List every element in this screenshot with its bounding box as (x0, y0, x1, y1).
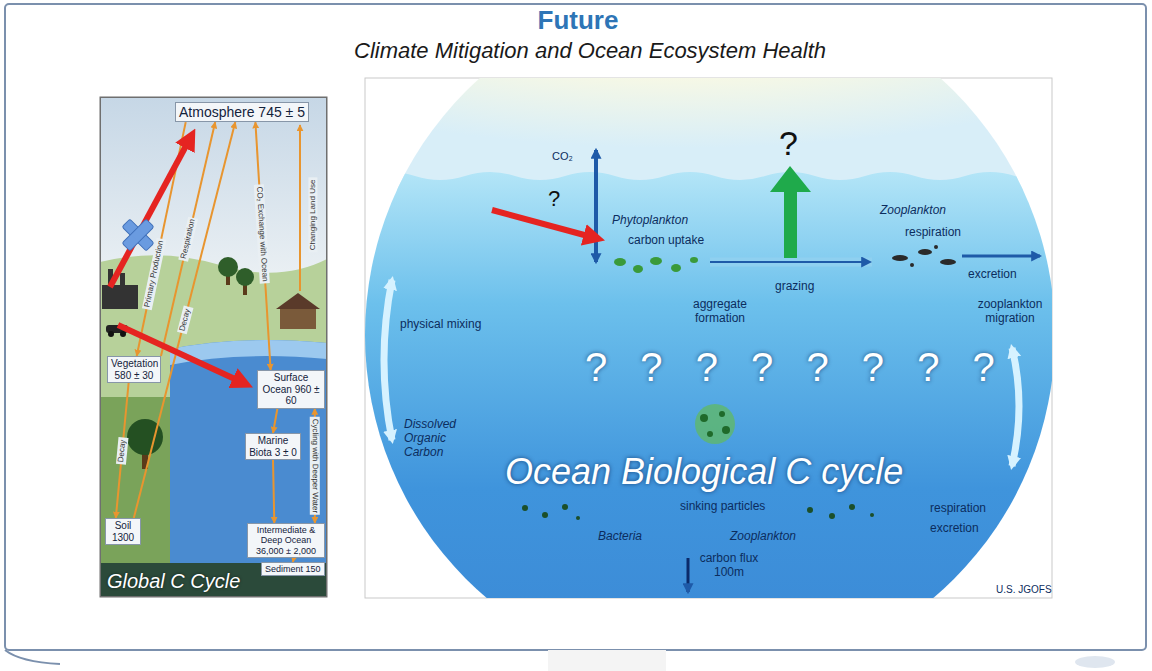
reservoir-label: Vegetation 580 ± 30 (111, 358, 157, 381)
flux-arrow (273, 460, 274, 523)
reservoir-box: Sediment 150 (261, 562, 325, 576)
process-label: grazing (775, 280, 814, 294)
flux-arrow (273, 409, 277, 434)
flux-arrow (161, 122, 215, 356)
flux-arrow (134, 122, 235, 518)
organism-label: Zooplankton (730, 530, 796, 544)
panel-title: Ocean Biological C cycle (505, 452, 903, 492)
panel-title: Global C Cycle (107, 570, 240, 593)
flux-label: Primary Production (142, 238, 166, 310)
question-mark: ? (548, 188, 560, 210)
process-label: zooplankton migration (972, 298, 1048, 326)
organism-label: Bacteria (598, 530, 642, 544)
reservoir-box: Marine Biota 3 ± 0 (245, 433, 301, 460)
question-marks: ? ? ? ? ? ? ? ? (585, 345, 995, 389)
flux-arrow (255, 122, 270, 370)
process-label: aggregate formation (680, 298, 760, 326)
process-label: physical mixing (400, 318, 481, 332)
reservoir-box: Soil 1300 (105, 518, 141, 545)
organism-label: Zooplankton (880, 204, 946, 218)
credit-label: U.S. JGOFS (996, 584, 1052, 596)
reservoir-label: Soil 1300 (109, 520, 137, 543)
flux-label: Decay (116, 437, 128, 464)
reservoir-label: Sediment 150 (265, 564, 321, 574)
process-label: excretion (968, 268, 1017, 282)
process-label: respiration (905, 226, 961, 240)
carbon-cycle-picture (100, 97, 327, 597)
carbon-cycle-panel: Global C Cycle Atmosphere 745 ± 5 Vegetati… (100, 97, 327, 597)
reservoir-label: Surface Ocean 960 ± 60 (261, 372, 321, 407)
flux-label: Cycling with Deeper Water (310, 417, 320, 515)
reservoir-label: Atmosphere 745 ± 5 (179, 104, 305, 120)
subtitle: Climate Mitigation and Ocean Ecosystem H… (290, 38, 890, 63)
reservoir-label: Marine Biota 3 ± 0 (249, 435, 297, 458)
flux-label: Respiration (178, 216, 197, 261)
flux-label: Decay (177, 306, 193, 334)
green-arrow (770, 166, 811, 258)
process-label: carbon uptake (628, 234, 704, 248)
pool-label: Dissolved Organic Carbon (404, 418, 486, 459)
process-label: respiration (930, 502, 986, 516)
reservoir-box: Surface Ocean 960 ± 60 (257, 370, 325, 409)
flux-arrow (116, 383, 129, 518)
organism-label: Phytoplankton (612, 214, 688, 228)
process-label: excretion (930, 522, 979, 536)
reservoir-box: Atmosphere 745 ± 5 (175, 102, 309, 122)
process-label: sinking particles (680, 500, 765, 514)
reservoir-label: Intermediate & Deep Ocean 36,000 ± 2,000 (251, 525, 321, 556)
slide-title: Future (428, 6, 728, 36)
flux-label: carbon flux 100m (696, 552, 762, 580)
flux-label: CO₂ Exchange with Ocean (254, 184, 270, 284)
ocean-picture (365, 0, 1065, 671)
gas-label: CO₂ (552, 150, 573, 163)
reservoir-box: Vegetation 580 ± 30 (107, 356, 161, 383)
question-mark: ? (779, 126, 798, 160)
reservoir-box: Intermediate & Deep Ocean 36,000 ± 2,000 (247, 523, 325, 558)
flux-label: Changing Land Use (308, 178, 317, 253)
red-arrow (110, 144, 187, 287)
red-arrow (492, 210, 588, 236)
